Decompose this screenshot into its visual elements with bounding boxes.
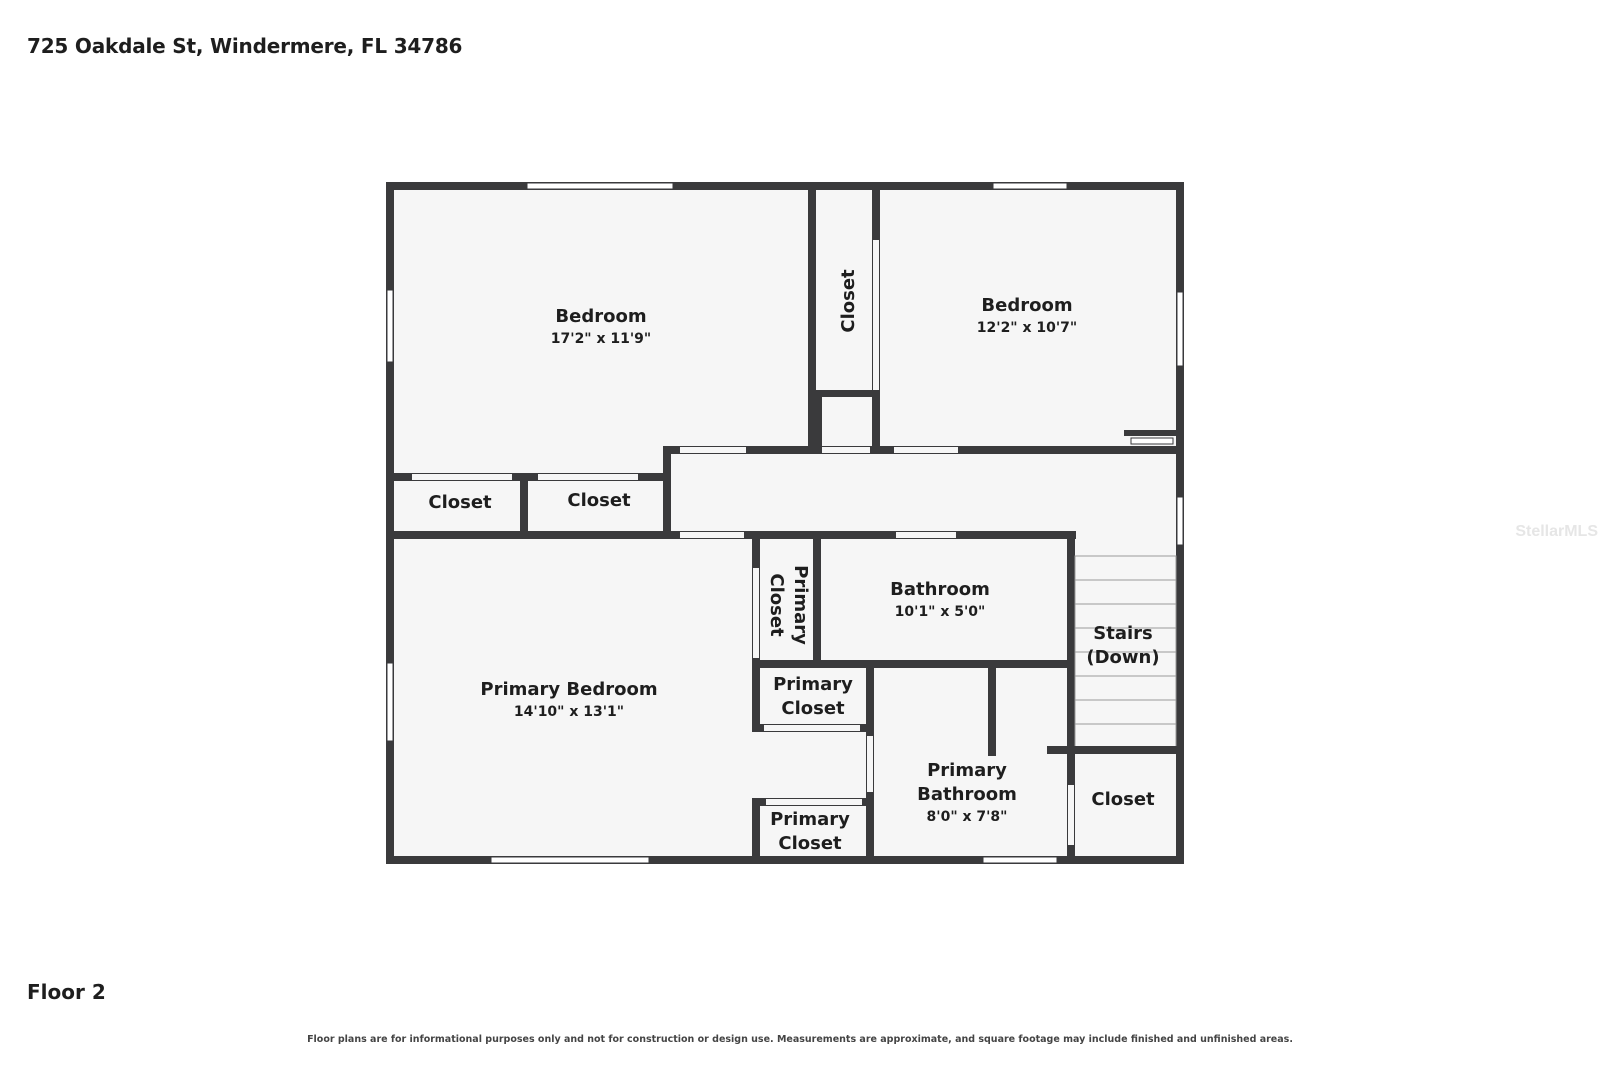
- doorway: [1068, 785, 1074, 845]
- room-label-closet-left-1: Closet: [428, 492, 492, 513]
- room-label-primary-closet-mid-1: Primary: [773, 674, 853, 695]
- room-label-primary-closet-vertical-1: Primary: [790, 565, 811, 645]
- doorway: [538, 474, 638, 480]
- doorway: [753, 568, 759, 658]
- room-dims-primary-bedroom: 14'10" x 13'1": [514, 704, 624, 720]
- wall-interior: [663, 446, 671, 538]
- room-label-bathroom: Bathroom: [890, 579, 990, 600]
- room-dims-bedroom-1: 17'2" x 11'9": [551, 331, 651, 347]
- window: [490, 856, 650, 864]
- doorway: [680, 447, 746, 453]
- doorway: [412, 474, 512, 480]
- window: [526, 182, 674, 190]
- wall-interior: [988, 664, 996, 756]
- room-label-stairs-1: Stairs: [1093, 623, 1152, 644]
- window: [386, 289, 394, 363]
- room-label-primary-bathroom-1: Primary: [927, 760, 1007, 781]
- doorway: [766, 799, 862, 805]
- room-label-stairs-2: (Down): [1086, 647, 1159, 668]
- wall-interior: [1047, 746, 1180, 754]
- wall-interior: [752, 798, 760, 864]
- floor-area: [390, 186, 1180, 860]
- room-label-primary-bedroom: Primary Bedroom: [480, 679, 657, 700]
- room-label-bedroom-1: Bedroom: [555, 306, 646, 327]
- window: [1176, 291, 1184, 367]
- wall-interior: [816, 390, 876, 397]
- room-label-closet-right: Closet: [1091, 789, 1155, 810]
- wall-exterior-left: [386, 182, 394, 864]
- wall-interior: [813, 535, 821, 665]
- wall-exterior-bottom: [386, 856, 1184, 864]
- wall-interior: [520, 478, 528, 536]
- doorway: [894, 447, 958, 453]
- room-label-primary-bathroom-2: Bathroom: [917, 784, 1017, 805]
- room-label-closet-top: Closet: [838, 269, 859, 333]
- floor-label: Floor 2: [27, 980, 106, 1004]
- window: [992, 182, 1068, 190]
- wall-interior: [752, 660, 760, 730]
- doorway: [764, 725, 860, 731]
- vent: [1130, 437, 1174, 445]
- wall-interior: [816, 392, 822, 450]
- doorway: [680, 532, 744, 538]
- wall-interior: [1067, 531, 1075, 864]
- wall-interior: [390, 473, 668, 481]
- room-label-bedroom-2: Bedroom: [981, 295, 1072, 316]
- doorway: [867, 736, 873, 792]
- room-dims-bathroom: 10'1" x 5'0": [895, 604, 986, 620]
- doorway: [873, 240, 879, 390]
- room-label-primary-closet-vertical-2: Closet: [766, 573, 787, 637]
- window: [982, 856, 1058, 864]
- wall-interior: [808, 186, 816, 450]
- room-dims-bedroom-2: 12'2" x 10'7": [977, 320, 1077, 336]
- room-label-primary-closet-mid-2: Closet: [781, 698, 845, 719]
- window: [1176, 496, 1184, 546]
- wall-interior: [1124, 430, 1180, 436]
- property-address: 725 Oakdale St, Windermere, FL 34786: [27, 34, 463, 58]
- room-label-primary-closet-low-1: Primary: [770, 809, 850, 830]
- room-label-closet-left-2: Closet: [567, 490, 631, 511]
- doorway: [896, 532, 956, 538]
- wall-interior: [752, 660, 1072, 668]
- watermark-logo: StellarMLS: [1515, 523, 1598, 540]
- window: [386, 662, 394, 742]
- room-dims-primary-bathroom: 8'0" x 7'8": [927, 809, 1008, 825]
- disclaimer-text: Floor plans are for informational purpos…: [307, 1034, 1293, 1045]
- wall-exterior-top: [386, 182, 1184, 190]
- room-label-primary-closet-low-2: Closet: [778, 833, 842, 854]
- doorway: [822, 447, 870, 453]
